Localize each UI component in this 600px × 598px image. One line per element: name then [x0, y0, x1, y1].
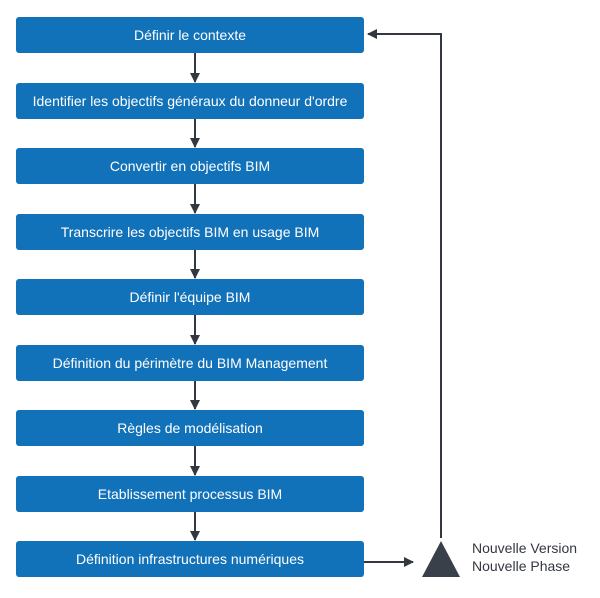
step-2-identify-objectives: Identifier les objectifs généraux du don… — [16, 83, 364, 119]
triangle-icon — [422, 541, 460, 577]
loop-return-connector — [367, 29, 442, 538]
step-1-define-context: Définir le contexte — [16, 17, 364, 53]
step-5-define-bim-team: Définir l'équipe BIM — [16, 279, 364, 315]
step-7-modeling-rules: Règles de modélisation — [16, 410, 364, 446]
loop-label-version: Nouvelle Version — [472, 540, 578, 556]
step-8-bim-process: Etablissement processus BIM — [16, 476, 364, 512]
step-6-bim-management-scope: Définition du périmètre du BIM Managemen… — [16, 345, 364, 381]
step-4-transcribe-bim-usage: Transcrire les objectifs BIM en usage BI… — [16, 214, 364, 250]
step-9-digital-infrastructure: Définition infrastructures numériques — [16, 541, 364, 577]
loop-label-phase: Nouvelle Phase — [472, 558, 571, 574]
step-3-convert-bim-objectives: Convertir en objectifs BIM — [16, 148, 364, 184]
